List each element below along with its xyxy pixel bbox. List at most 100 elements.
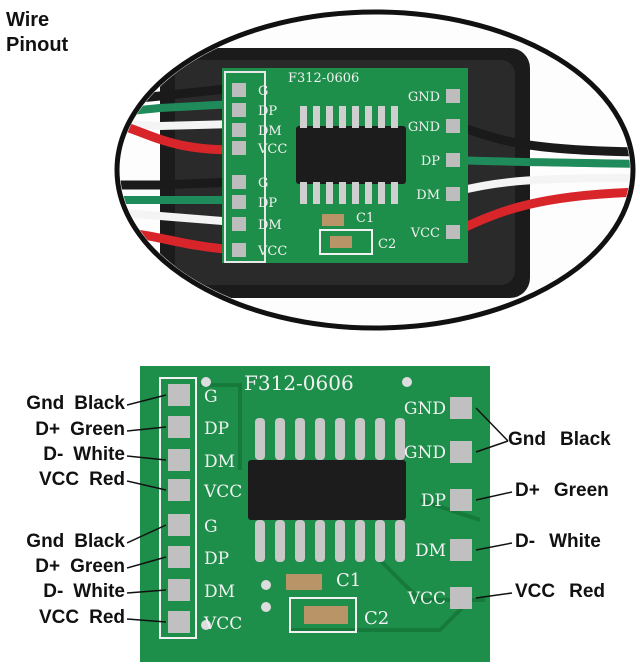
right-arrow — [475, 542, 513, 551]
callout-wire-color: Green — [70, 556, 125, 577]
callout-signal: D- — [43, 581, 64, 602]
left-pad — [168, 384, 190, 406]
left-pin-label: DM — [204, 582, 235, 602]
callout-signal: D- — [43, 444, 64, 465]
top-right-pin-label: GND — [408, 120, 440, 135]
top-right-pad — [446, 153, 460, 167]
callout-wire-color: Red — [569, 581, 606, 602]
top-right-pin-label: DP — [421, 154, 440, 169]
left-arrow — [126, 455, 167, 461]
callout-wire-color: Green — [70, 419, 125, 440]
left-pad — [168, 579, 190, 601]
top-left-pin-label: DM — [258, 218, 282, 233]
top-left-pin-label: G — [258, 176, 268, 191]
callout-wire-color: White — [549, 531, 601, 552]
right-arrow — [475, 592, 513, 599]
left-pin-callout: VCC Red — [39, 607, 125, 629]
right-pin-label: DM — [415, 541, 446, 561]
right-pad — [450, 587, 472, 609]
left-pad — [168, 546, 190, 568]
top-right-pin-label: GND — [408, 90, 440, 105]
right-pad — [450, 397, 472, 419]
top-right-pad — [446, 119, 460, 133]
top-right-pad — [446, 225, 460, 239]
title: Wire Pinout — [6, 9, 69, 56]
top-left-pin-label: G — [258, 84, 268, 99]
left-pad — [168, 416, 190, 438]
right-pad — [450, 441, 472, 463]
chip-label-top: F312-0606 — [288, 71, 359, 86]
right-pad — [450, 539, 472, 561]
callout-signal: VCC — [38, 607, 80, 628]
cap1-label: C1 — [336, 570, 361, 591]
left-pin-label: VCC — [203, 614, 242, 634]
chip-label: F312-0606 — [244, 371, 354, 395]
left-pad — [168, 611, 190, 633]
right-arrow — [475, 440, 509, 453]
right-pin-callout: D- White — [515, 531, 601, 553]
top-left-pin-label: VCC — [257, 142, 287, 157]
right-pin-label: GND — [404, 443, 446, 463]
top-left-pad — [232, 217, 246, 231]
left-pad — [168, 449, 190, 471]
left-pad — [168, 479, 190, 501]
callout-wire-color: Black — [74, 531, 125, 552]
top-left-pin-label: VCC — [257, 244, 287, 259]
callout-wire-color: Black — [560, 429, 611, 450]
left-connector-outline — [159, 377, 197, 639]
left-pin-label: G — [204, 387, 218, 407]
left-pin-label: DM — [204, 452, 235, 472]
top-left-pad — [232, 175, 246, 189]
cap1-label-top: C1 — [356, 211, 374, 226]
top-right-pin-label: VCC — [410, 226, 440, 241]
callout-signal: Gnd — [26, 531, 65, 552]
left-pin-label: G — [204, 517, 218, 537]
top-left-pin-label: DP — [258, 104, 277, 119]
top-left-pad — [232, 103, 246, 117]
callout-signal: D+ — [35, 556, 61, 577]
left-arrow — [126, 556, 167, 569]
left-arrow — [126, 618, 167, 623]
right-pin-label: GND — [404, 399, 446, 419]
top-right-pin-label: DM — [416, 188, 440, 203]
callout-wire-color: Black — [74, 393, 125, 414]
right-pin-callout: Gnd Black — [508, 429, 611, 451]
callout-signal: D- — [515, 531, 536, 552]
left-pin-label: DP — [204, 549, 229, 569]
callout-wire-color: Green — [553, 480, 609, 501]
left-pin-label: VCC — [203, 482, 242, 502]
left-pin-callout: Gnd Black — [26, 531, 125, 553]
right-arrow — [475, 491, 513, 501]
cap2-label: C2 — [364, 608, 389, 629]
right-wire-bundle — [453, 120, 630, 237]
callout-signal: VCC — [38, 469, 80, 490]
left-arrow — [126, 426, 167, 432]
left-pin-label: DP — [204, 419, 229, 439]
top-left-pad — [232, 83, 246, 97]
top-left-pin-label: DM — [258, 124, 282, 139]
callout-wire-color: White — [73, 581, 125, 602]
top-left-pad — [232, 141, 246, 155]
callout-signal: Gnd — [26, 393, 65, 414]
cap2 — [304, 606, 348, 624]
left-pad — [168, 514, 190, 536]
left-pin-callout: Gnd Black — [26, 393, 125, 415]
left-pin-callout: D+ Green — [35, 419, 125, 441]
left-arrow — [126, 589, 167, 594]
left-pin-callout: D- White — [43, 581, 125, 603]
callout-wire-color: Red — [89, 607, 125, 628]
top-left-pad — [232, 123, 246, 137]
top-right-pad — [446, 89, 460, 103]
top-right-pad — [446, 187, 460, 201]
right-pin-callout: D+Green — [515, 480, 609, 502]
callout-signal: D+ — [35, 419, 61, 440]
left-pin-callout: D+ Green — [35, 556, 125, 578]
left-arrow — [126, 394, 167, 406]
callout-signal: Gnd — [508, 429, 546, 450]
right-pin-label: VCC — [407, 589, 446, 609]
right-arrow — [475, 407, 509, 442]
